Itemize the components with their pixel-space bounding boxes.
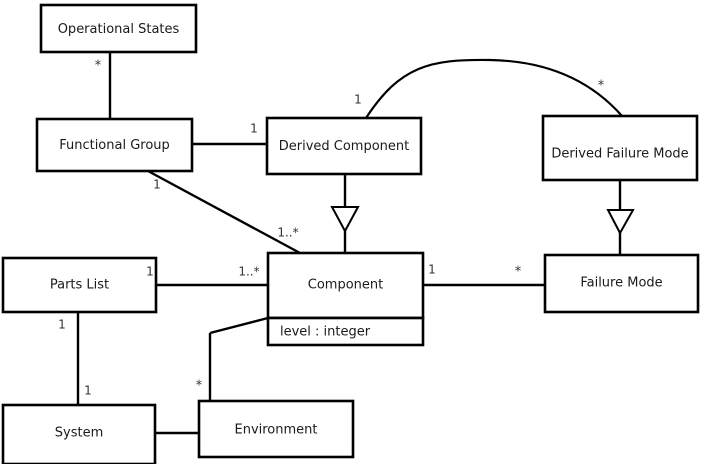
class-name-failure-mode: Failure Mode [580,276,662,291]
multiplicity-functional-group-component-many: 1..* [277,226,298,240]
class-name-environment: Environment [234,423,317,438]
class-box-parts-list[interactable] [1,256,158,314]
class-name-operational-states: Operational States [58,22,180,37]
class-system[interactable]: System [1,403,157,464]
class-functional-group[interactable]: Functional Group [35,117,194,173]
multiplicity-operational-states-star: * [95,59,102,74]
class-derived-failure-mode[interactable]: Derived Failure Mode [541,114,699,182]
class-attribute-component-level: level : integer [280,325,371,340]
class-component[interactable]: Component level : integer [266,251,425,347]
multiplicity-functional-group-one: 1 [153,178,161,192]
multiplicity-parts-list-component-many: 1..* [238,265,259,279]
multiplicity-system-parts-list-one: 1 [84,384,92,398]
multiplicity-arc-derived-component-one: 1 [354,93,362,107]
class-failure-mode[interactable]: Failure Mode [543,253,700,314]
multiplicity-derived-component-one: 1 [250,122,258,136]
class-parts-list[interactable]: Parts List [1,256,158,314]
class-name-system: System [55,426,103,441]
class-box-operational-states[interactable] [39,3,198,54]
multiplicity-parts-list-one: 1 [146,265,154,279]
class-derived-component[interactable]: Derived Component [265,116,423,176]
generalization-triangle-failure-mode [606,209,635,236]
class-name-derived-failure-mode: Derived Failure Mode [551,147,688,162]
class-attributes-compartment-component [266,316,425,347]
class-environment[interactable]: Environment [197,399,355,459]
class-box-failure-mode[interactable] [543,253,700,314]
class-box-functional-group[interactable] [35,117,194,173]
generalization-triangle-component [330,206,360,234]
multiplicity-parts-list-system-one: 1 [58,318,66,332]
edge-environment-component-diagonal [209,316,269,335]
multiplicity-component-failure-mode-one: 1 [428,263,436,277]
edge-functional-group-component [147,169,301,255]
class-box-derived-component[interactable] [265,116,423,176]
multiplicity-arc-derived-failure-mode-star: * [598,79,605,94]
edge-derived-component-derived-failure-mode [365,58,623,119]
class-box-derived-failure-mode[interactable] [541,114,699,182]
class-name-component: Component [308,278,383,293]
class-box-system[interactable] [1,403,157,464]
class-name-functional-group: Functional Group [59,138,170,153]
class-operational-states[interactable]: Operational States [39,3,198,54]
multiplicity-failure-mode-star: * [515,265,522,280]
multiplicity-environment-star: * [196,379,203,394]
class-box-environment[interactable] [197,399,355,459]
class-name-derived-component: Derived Component [279,139,410,154]
class-name-parts-list: Parts List [50,278,109,293]
